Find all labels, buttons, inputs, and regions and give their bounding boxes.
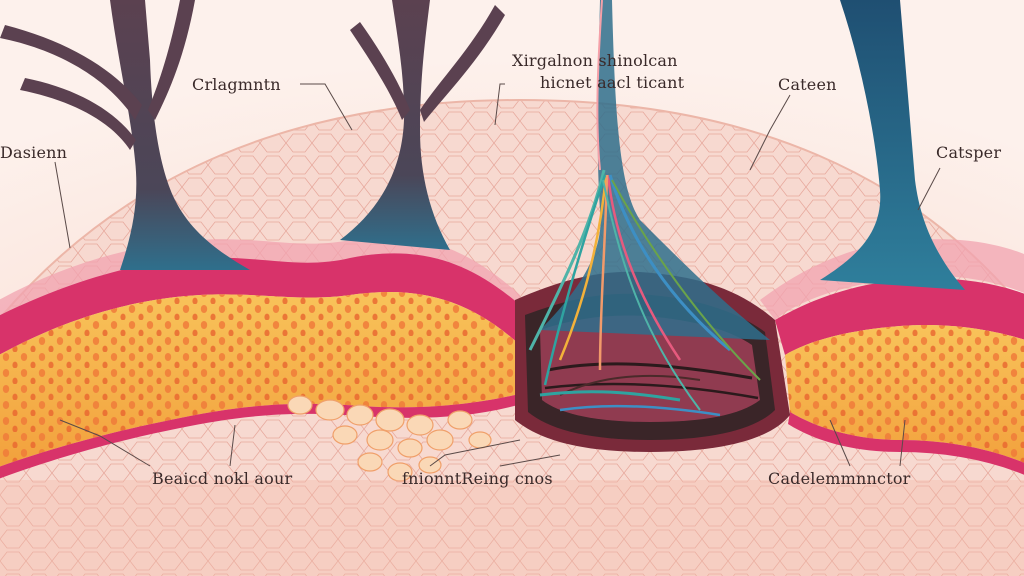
- red-membrane-left: [0, 253, 520, 355]
- outer-membrane-band-right: [760, 239, 1024, 320]
- stem-center-fibers: [528, 0, 770, 417]
- bottom-vignette: [0, 480, 1024, 576]
- lobular-gland: [287, 395, 492, 482]
- fat-cells-right: [785, 324, 1024, 463]
- label-bottom-center: fnionntReing cnos: [402, 469, 553, 488]
- fat-cells-left: [0, 292, 520, 467]
- red-membrane-right: [775, 278, 1024, 355]
- label-top-right: Cateen: [778, 75, 837, 94]
- label-top-center-2: hicnet aacl ticant: [540, 73, 685, 92]
- stem-middle: [340, 0, 505, 250]
- lower-membrane-right: [788, 412, 1024, 475]
- label-bottom-right: Cadelemmnnctor: [768, 469, 911, 488]
- stem-left: [0, 0, 250, 270]
- label-right: Catsper: [936, 143, 1001, 162]
- stem-right: [820, 0, 965, 290]
- label-bottom-left: Beaicd nokl aour: [152, 469, 292, 488]
- leader-lines: [54, 83, 941, 467]
- label-top-center-1: Xirgalnon shinolcan: [512, 51, 678, 70]
- label-left: Dasienn: [0, 143, 67, 162]
- label-top-left: Crlagmntn: [192, 75, 281, 94]
